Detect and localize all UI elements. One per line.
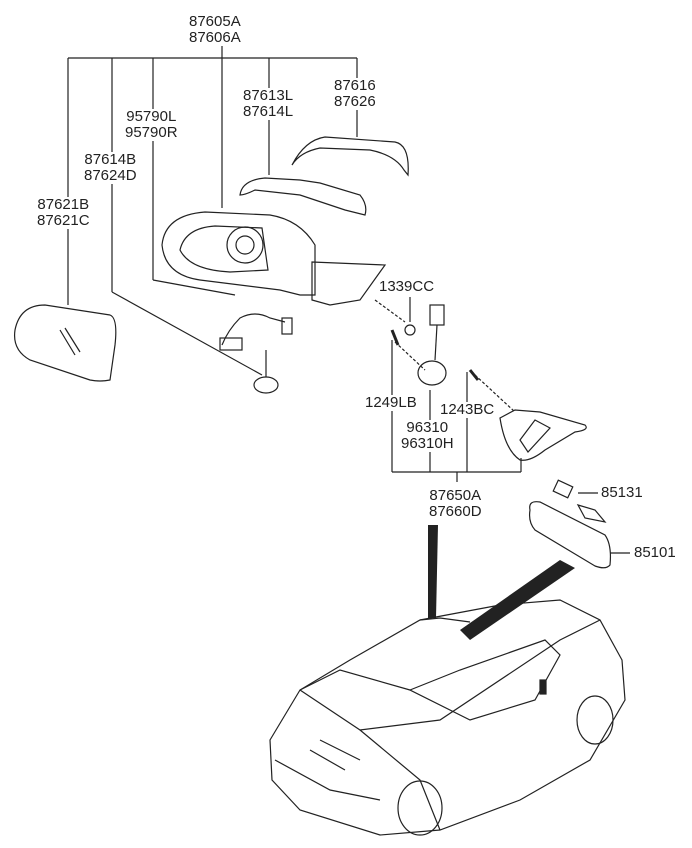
wiring-drawing [219, 313, 293, 394]
label-inside-mirror-assembly: 87650A 87660D [428, 488, 483, 520]
part-number: 87621B [37, 196, 90, 213]
label-mirror-assembly: 87605A 87606A [188, 14, 242, 46]
part-number: 85101 [634, 544, 676, 561]
part-number: 87660D [429, 503, 482, 520]
side-repeater-drawing [239, 177, 367, 216]
part-number: 96310 [406, 419, 449, 436]
mirror-housing-drawing [161, 211, 387, 306]
part-number: 1339CC [379, 278, 435, 295]
part-number: 87614L [243, 103, 294, 120]
label-cover-85131: 85131 [600, 485, 644, 501]
scalp-cover-drawing [291, 136, 409, 177]
part-number: 1243BC [440, 401, 495, 418]
pointer-arrows [428, 525, 575, 640]
car-drawing [269, 599, 626, 836]
part-number: 85131 [601, 484, 643, 501]
inside-mirror-drawing [528, 479, 612, 569]
part-number: 96310H [401, 435, 454, 452]
label-inside-mirror-85101: 85101 [633, 545, 677, 561]
label-actuator: 87614B 87624D [83, 152, 138, 184]
label-bolt-1249lb: 1249LB [364, 395, 418, 411]
part-number: 95790L [126, 108, 177, 125]
switch-drawing [390, 304, 480, 386]
part-number: 87626 [334, 93, 376, 110]
part-number: 87605A [189, 13, 241, 30]
label-wiring: 95790L 95790R [124, 109, 179, 141]
part-number: 87624D [84, 167, 137, 184]
label-switch: 96310 96310H [400, 420, 455, 452]
part-number: 1249LB [365, 394, 417, 411]
label-screw-1339cc: 1339CC [378, 278, 436, 295]
part-number: 87613L [243, 87, 294, 104]
bracket-drawing [499, 409, 587, 461]
label-scalp-cover: 87616 87626 [333, 78, 377, 110]
part-number: 87614B [84, 151, 137, 168]
mirror-glass-drawing [13, 304, 117, 382]
label-mirror-glass: 87621B 87621C [36, 197, 91, 229]
part-number: 87650A [429, 487, 482, 504]
part-number: 87616 [334, 77, 376, 94]
part-number: 87606A [189, 29, 241, 46]
label-side-repeater: 87613L 87614L [242, 87, 295, 120]
part-number: 95790R [125, 124, 178, 141]
part-number: 87621C [37, 212, 90, 229]
label-screw-1243bc: 1243BC [439, 401, 496, 418]
